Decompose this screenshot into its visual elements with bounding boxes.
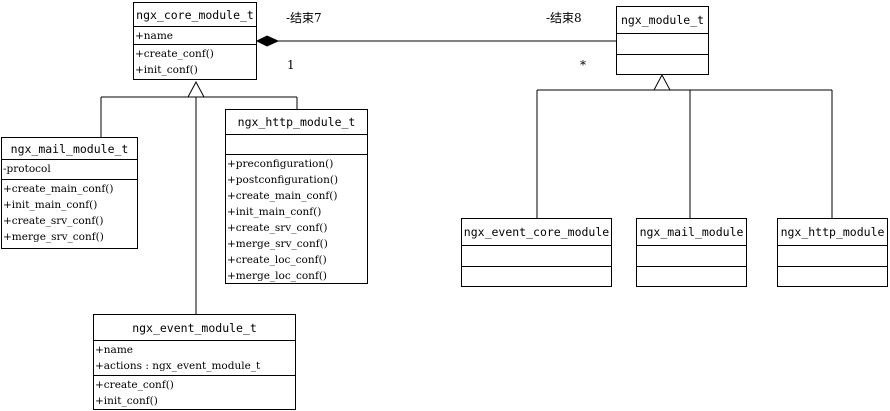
class-name: ngx_http_module [778, 219, 887, 246]
attribute: -protocol [3, 163, 51, 175]
attribute: +name [135, 30, 173, 42]
attributes-section: +name +actions : ngx_event_module_t [94, 341, 295, 376]
operation: +merge_loc_conf() [227, 270, 328, 282]
class-ngx-core-module-t: ngx_core_module_t +name +create_conf() +… [133, 2, 257, 80]
operation: +merge_srv_conf() [227, 238, 328, 250]
class-name: ngx_core_module_t [134, 3, 256, 27]
multiplicity-many: * [580, 58, 586, 72]
class-name: ngx_mail_module_t [2, 138, 137, 160]
class-name: ngx_event_core_module [462, 219, 611, 246]
module-generalization [536, 73, 833, 218]
class-ngx-module-t: ngx_module_t [616, 6, 709, 75]
class-ngx-mail-module-t: ngx_mail_module_t -protocol +create_main… [1, 137, 138, 249]
operations-section [778, 267, 887, 286]
operation: +create_main_conf() [227, 190, 338, 202]
class-name: ngx_http_module_t [226, 110, 367, 135]
operation: +init_main_conf() [227, 206, 322, 218]
attributes-section [617, 34, 708, 55]
attributes-section [778, 246, 887, 267]
attribute: +actions : ngx_event_module_t [95, 360, 261, 372]
operation: +create_main_conf() [3, 183, 114, 195]
operation: +create_srv_conf() [227, 222, 328, 234]
class-ngx-http-module: ngx_http_module [777, 218, 888, 287]
class-ngx-http-module-t: ngx_http_module_t +preconfiguration() +p… [225, 109, 368, 284]
attributes-section [637, 246, 746, 267]
operations-section [617, 55, 708, 74]
operation: +create_srv_conf() [3, 215, 104, 227]
operations-section [462, 267, 611, 286]
operation: +postconfiguration() [227, 174, 339, 186]
operation: +init_conf() [95, 395, 158, 407]
operations-section [637, 267, 746, 286]
core-generalization [100, 80, 298, 314]
operation: +init_main_conf() [3, 199, 98, 211]
class-ngx-event-core-module: ngx_event_core_module [461, 218, 612, 287]
operation: +create_loc_conf() [227, 254, 327, 266]
operations-section: +create_conf() +init_conf() [94, 376, 295, 409]
operation: +create_conf() [95, 379, 174, 391]
role-label-end7: -结束7 [286, 11, 322, 25]
attribute: +name [95, 344, 133, 356]
module-inheritance-triangle [653, 73, 671, 91]
operations-section: +preconfiguration() +postconfiguration()… [226, 155, 367, 284]
multiplicity-one: 1 [287, 58, 295, 72]
class-ngx-mail-module: ngx_mail_module [636, 218, 747, 287]
operation: +preconfiguration() [227, 158, 334, 170]
operation: +merge_srv_conf() [3, 231, 104, 243]
operations-section: +create_conf() +init_conf() [134, 45, 256, 78]
attributes-section: -protocol [2, 160, 137, 180]
role-label-end8: -结束8 [546, 11, 582, 25]
core-inheritance-triangle [187, 80, 205, 98]
attributes-section: +name [134, 27, 256, 45]
operation: +init_conf() [135, 64, 198, 76]
attributes-section [226, 135, 367, 155]
class-name: ngx_mail_module [637, 219, 746, 246]
composition-diamond [255, 35, 280, 47]
operation: +create_conf() [135, 48, 214, 60]
attributes-section [462, 246, 611, 267]
class-ngx-event-module-t: ngx_event_module_t +name +actions : ngx_… [93, 314, 296, 410]
class-name: ngx_event_module_t [94, 315, 295, 341]
class-name: ngx_module_t [617, 7, 708, 34]
operations-section: +create_main_conf() +init_main_conf() +c… [2, 180, 137, 245]
composition-edge [255, 35, 616, 47]
